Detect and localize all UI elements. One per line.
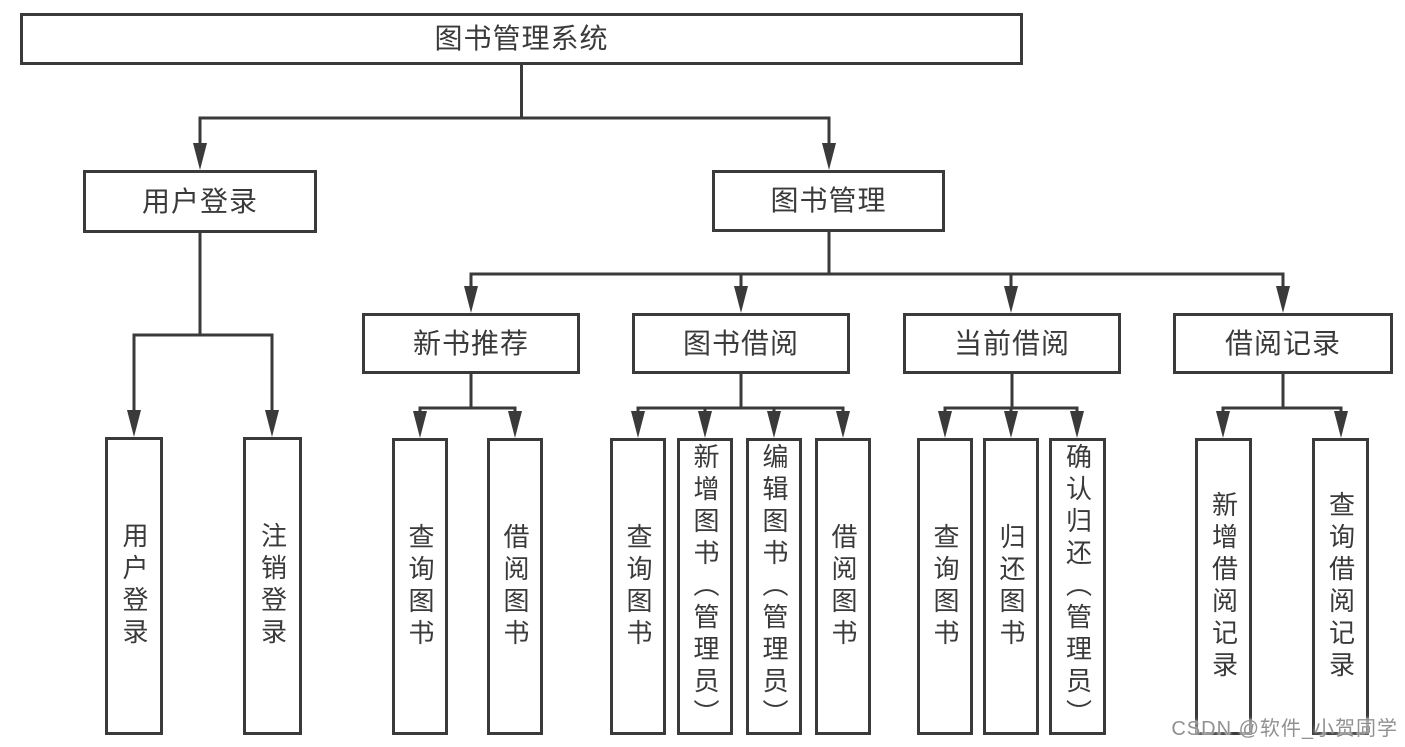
leaf-borrow-books-recommend: 借阅图书 [487, 438, 543, 735]
leaf-borrow-books: 借阅图书 [815, 438, 871, 735]
watermark: CSDN @软件_小贺同学 [1171, 718, 1398, 740]
leaf-logout: 注销登录 [243, 437, 302, 735]
leaf-return-books: 归还图书 [983, 438, 1039, 735]
leaf-user-login: 用户登录 [105, 437, 163, 735]
leaf-add-borrow-record: 新增借阅记录 [1195, 438, 1252, 735]
leaf-query-books-recommend: 查询图书 [392, 438, 448, 735]
leaf-query-books-current: 查询图书 [917, 438, 973, 735]
leaf-query-borrow-record: 查询借阅记录 [1312, 438, 1369, 735]
node-current-borrowing: 当前借阅 [903, 313, 1121, 374]
node-borrowing-records: 借阅记录 [1173, 313, 1393, 374]
node-book-management: 图书管理 [712, 170, 945, 232]
node-user-login: 用户登录 [83, 170, 317, 233]
leaf-edit-books-admin: 编辑图书（管理员） [746, 438, 802, 735]
leaf-confirm-return-admin: 确认归还（管理员） [1049, 438, 1106, 735]
leaf-query-books-borrowing: 查询图书 [610, 438, 666, 735]
node-book-borrowing: 图书借阅 [632, 313, 850, 374]
node-library-management-system: 图书管理系统 [20, 13, 1023, 65]
node-new-book-recommendation: 新书推荐 [362, 313, 580, 374]
leaf-add-books-admin: 新增图书（管理员） [677, 438, 733, 735]
